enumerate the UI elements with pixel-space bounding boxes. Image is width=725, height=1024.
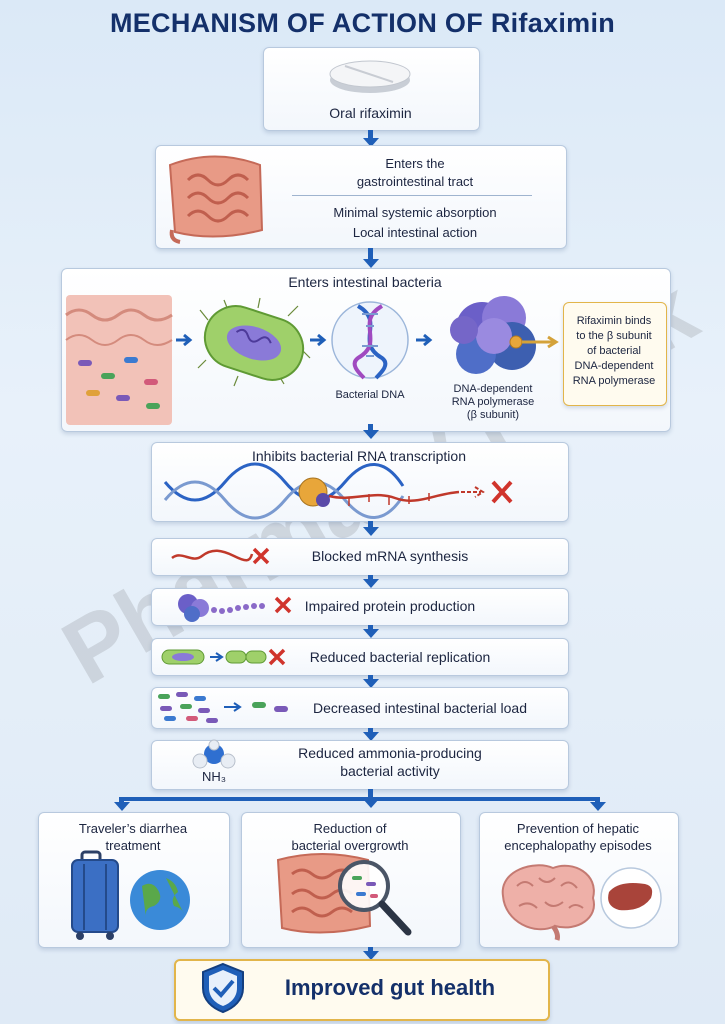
hepatic-line1: Prevention of hepatic	[516, 821, 640, 836]
gi-point2: Local intestinal action	[352, 225, 478, 240]
travelers-diarrhea-card	[38, 812, 230, 948]
dna-icon	[331, 301, 409, 380]
transcription-blocked-icon	[163, 462, 513, 520]
overgrowth-line2: bacterial overgrowth	[291, 838, 409, 853]
polymerase-line1: DNA-dependent	[453, 383, 533, 395]
binds-line1: Rifaximin binds	[576, 315, 652, 327]
binds-line2: to the β subunit	[576, 330, 652, 342]
protein-chain-icon	[178, 594, 292, 622]
brain-liver-icon	[501, 864, 662, 941]
binds-line5: RNA polymerase	[572, 375, 656, 387]
arrow-right-icon	[310, 333, 327, 347]
hepatic-line2: encephalopathy episodes	[504, 838, 652, 853]
gi-line2: gastrointestinal tract	[356, 174, 474, 189]
inhibits-transcription-card	[151, 442, 569, 522]
replication-icon	[161, 648, 286, 666]
gi-point1: Minimal systemic absorption	[333, 205, 497, 220]
tablet-icon	[329, 60, 411, 93]
intestine-icon	[168, 155, 264, 244]
ammonia-line1: Reduced ammonia-producing	[298, 745, 482, 761]
travelers-line1: Traveler’s diarrhea	[78, 821, 188, 836]
binds-line4: DNA-dependent	[574, 360, 654, 372]
bacterial-load-label: Decreased intestinal bacterial load	[312, 700, 527, 716]
oral-rifaximin-label: Oral rifaximin	[329, 105, 412, 121]
protein-card	[151, 588, 569, 626]
gi-line1: Enters the	[385, 156, 445, 171]
bacterial-load-card	[151, 687, 569, 729]
ammonia-line2: bacterial activity	[340, 763, 440, 779]
binds-line3: of bacterial	[587, 345, 641, 357]
bacterial-load-icon	[158, 692, 288, 723]
luggage-globe-icon	[71, 850, 190, 940]
shield-check-icon	[202, 962, 244, 1014]
travelers-line2: treatment	[105, 838, 161, 853]
overgrowth-line1: Reduction of	[313, 821, 387, 836]
page-title: MECHANISM OF ACTION OF Rifaximin	[109, 8, 616, 38]
bacterial-dna-label: Bacterial DNA	[335, 389, 405, 401]
bacteria-title: Enters intestinal bacteria	[288, 274, 442, 290]
final-outcome-label: Improved gut health	[284, 975, 496, 1000]
polymerase-line2: RNA polymerase	[451, 396, 535, 408]
replication-label: Reduced bacterial replication	[309, 649, 491, 665]
intestine-magnifier-icon	[276, 853, 412, 936]
arrow-right-icon	[176, 333, 193, 347]
ammonia-molecule-icon	[192, 739, 236, 769]
protein-label: Impaired protein production	[304, 598, 476, 614]
nh3-label: NH₃	[201, 769, 227, 784]
blocked-mrna-label: Blocked mRNA synthesis	[311, 548, 469, 564]
mrna-blocked-icon	[171, 547, 270, 565]
rna-polymerase-icon	[450, 296, 559, 374]
arrow-right-icon	[416, 333, 433, 347]
intestinal-wall-icon	[65, 295, 173, 425]
inhibits-transcription-label: Inhibits bacterial RNA transcription	[252, 448, 466, 464]
bacterium-icon	[197, 297, 311, 387]
blocked-mrna-card	[151, 538, 569, 576]
gi-divider	[292, 195, 532, 196]
polymerase-line3: (β subunit)	[466, 409, 520, 421]
binding-callout	[563, 302, 667, 406]
